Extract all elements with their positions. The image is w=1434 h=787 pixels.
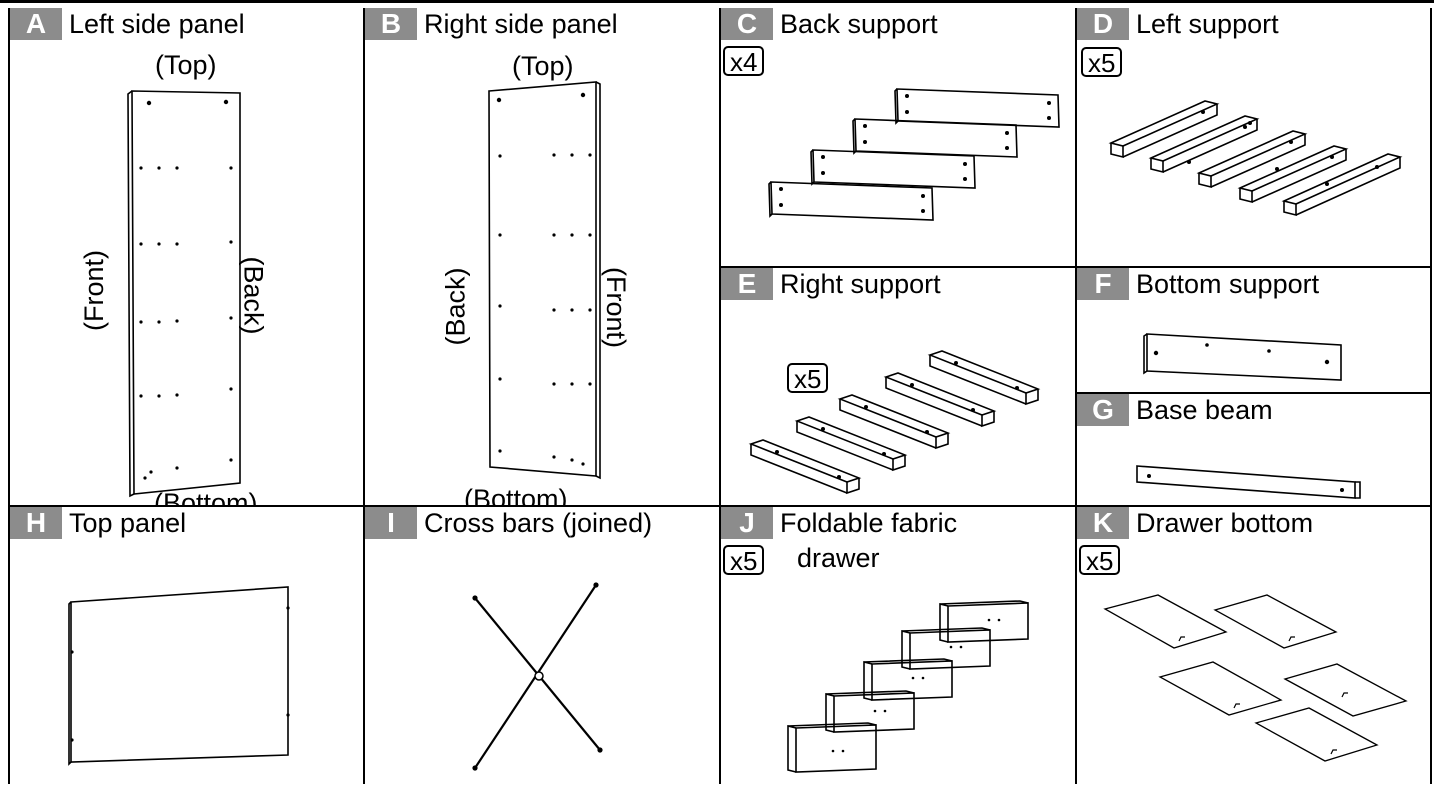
part-name: Left side panel bbox=[69, 9, 245, 39]
part-k-header: K Drawer bottom bbox=[1077, 507, 1313, 539]
part-letter-badge: E bbox=[721, 268, 773, 300]
part-name-line2: drawer bbox=[797, 543, 880, 573]
part-letter-badge: B bbox=[365, 8, 417, 40]
quantity-badge: x5 bbox=[787, 363, 829, 393]
grid-divider bbox=[10, 505, 1430, 507]
orientation-label-top: (Top) bbox=[155, 50, 217, 80]
grid-divider bbox=[1075, 392, 1430, 394]
back-support-drawing bbox=[768, 88, 1060, 221]
left-support-drawing bbox=[1108, 100, 1403, 217]
part-letter-badge: H bbox=[10, 507, 62, 539]
grid-divider bbox=[1075, 8, 1077, 784]
quantity-badge: x4 bbox=[723, 46, 765, 76]
part-g-header: G Base beam bbox=[1077, 394, 1273, 426]
part-c-cell: C Back support x4 bbox=[721, 8, 1075, 266]
part-b-cell: B Right side panel (Top) (Bottom) (Back)… bbox=[365, 8, 719, 505]
grid-divider bbox=[363, 8, 365, 784]
part-letter-badge: J bbox=[721, 507, 773, 539]
part-i-cell: I Cross bars (joined) bbox=[365, 507, 719, 784]
part-name: Cross bars (joined) bbox=[424, 508, 653, 538]
part-letter-badge: I bbox=[365, 507, 417, 539]
part-d-header: D Left support bbox=[1077, 8, 1279, 40]
quantity-badge: x5 bbox=[1081, 47, 1123, 77]
part-letter-badge: F bbox=[1077, 268, 1129, 300]
quantity-badge: x5 bbox=[1079, 545, 1121, 575]
part-letter-badge: G bbox=[1077, 394, 1129, 426]
part-g-cell: G Base beam bbox=[1077, 394, 1430, 505]
part-name: Right support bbox=[780, 269, 941, 299]
grid-divider bbox=[719, 8, 721, 784]
part-name: Foldable fabric bbox=[780, 508, 958, 538]
cross-bars-drawing bbox=[472, 582, 603, 771]
part-a-cell: A Left side panel (Top) (Bottom) (Front)… bbox=[10, 8, 363, 505]
part-name: Left support bbox=[1136, 9, 1279, 39]
part-k-cell: K Drawer bottom x5 bbox=[1077, 507, 1430, 784]
part-b-header: B Right side panel bbox=[365, 8, 618, 40]
part-f-cell: F Bottom support bbox=[1077, 268, 1430, 392]
part-name: Back support bbox=[780, 9, 938, 39]
part-j-cell: J Foldable fabric x5 drawer bbox=[721, 507, 1075, 784]
part-f-header: F Bottom support bbox=[1077, 268, 1319, 300]
base-beam-drawing bbox=[1136, 465, 1361, 499]
part-name: Base beam bbox=[1136, 395, 1273, 425]
bottom-support-drawing bbox=[1143, 333, 1342, 381]
grid-divider bbox=[719, 266, 1430, 268]
part-d-cell: D Left support x5 bbox=[1077, 8, 1430, 266]
part-j-header: J Foldable fabric bbox=[721, 507, 957, 539]
part-letter-badge: D bbox=[1077, 8, 1129, 40]
part-name: Bottom support bbox=[1136, 269, 1320, 299]
left-side-panel-drawing bbox=[127, 90, 241, 498]
part-name: Top panel bbox=[69, 508, 187, 538]
right-side-panel-drawing bbox=[488, 81, 601, 480]
part-e-cell: E Right support x5 bbox=[721, 268, 1075, 505]
part-h-header: H Top panel bbox=[10, 507, 186, 539]
top-rule bbox=[0, 0, 1434, 3]
part-h-cell: H Top panel bbox=[10, 507, 363, 784]
part-name: Right side panel bbox=[424, 9, 618, 39]
part-e-header: E Right support bbox=[721, 268, 941, 300]
part-name: Drawer bottom bbox=[1136, 508, 1314, 538]
part-i-header: I Cross bars (joined) bbox=[365, 507, 652, 539]
parts-grid: A Left side panel (Top) (Bottom) (Front)… bbox=[8, 8, 1432, 784]
top-panel-drawing bbox=[68, 586, 290, 766]
part-letter-badge: K bbox=[1077, 507, 1129, 539]
part-letter-badge: C bbox=[721, 8, 773, 40]
quantity-badge: x5 bbox=[723, 545, 765, 575]
drawer-bottom-drawing bbox=[1103, 594, 1408, 762]
orientation-label-top: (Top) bbox=[512, 51, 574, 81]
orientation-label-bottom: (Bottom) bbox=[154, 488, 258, 505]
right-support-drawing bbox=[748, 350, 1041, 495]
part-a-header: A Left side panel bbox=[10, 8, 245, 40]
orientation-label-bottom: (Bottom) bbox=[464, 484, 568, 505]
part-c-header: C Back support bbox=[721, 8, 938, 40]
fabric-drawer-drawing bbox=[787, 600, 1029, 773]
part-letter-badge: A bbox=[10, 8, 62, 40]
